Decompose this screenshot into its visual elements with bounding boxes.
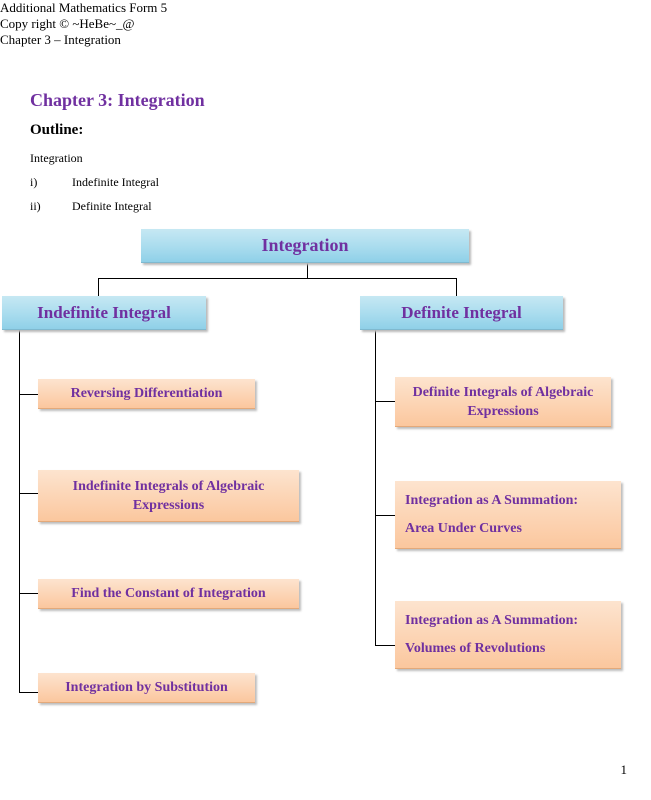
outline-item-1-num: i) xyxy=(30,175,38,189)
indefinite-integral-box: Indefinite Integral xyxy=(2,296,206,330)
summation-volumes-box: Integration as A Summation: Volumes of R… xyxy=(395,601,621,669)
left-tick-4 xyxy=(19,692,38,693)
page-number: 1 xyxy=(620,762,628,777)
header-line-2: Copy right © ~HeBe~_@ xyxy=(0,16,135,31)
right-tick-2 xyxy=(375,515,395,516)
outline-item-2-text: Definite Integral xyxy=(72,199,152,213)
summation-area-line1: Integration as A Summation: xyxy=(405,493,579,508)
connector-left-drop xyxy=(98,278,99,296)
right-spine xyxy=(375,330,376,646)
summation-area-line2: Area Under Curves xyxy=(405,521,522,536)
right-tick-1 xyxy=(375,401,395,402)
left-tick-1 xyxy=(19,394,38,395)
left-spine xyxy=(19,330,20,693)
right-tick-3 xyxy=(375,645,395,646)
summation-area-box: Integration as A Summation: Area Under C… xyxy=(395,481,621,549)
constant-of-integration-label: Find the Constant of Integration xyxy=(71,586,266,601)
summation-volumes-line2: Volumes of Revolutions xyxy=(405,641,546,656)
reversing-differentiation-label: Reversing Differentiation xyxy=(70,386,223,401)
indefinite-integrals-algebraic-label: Indefinite Integrals of Algebraic Expres… xyxy=(72,478,265,513)
indefinite-integral-label: Indefinite Integral xyxy=(37,302,171,322)
outline-intro: Integration xyxy=(30,151,83,165)
integration-root-box: Integration xyxy=(141,229,469,263)
header-line-1: Additional Mathematics Form 5 xyxy=(0,0,168,15)
integration-root-label: Integration xyxy=(261,235,349,255)
connector-horizontal xyxy=(98,278,457,279)
reversing-differentiation-box: Reversing Differentiation xyxy=(38,379,255,409)
header-line-3: Chapter 3 – Integration xyxy=(0,32,121,47)
definite-integral-box: Definite Integral xyxy=(360,296,563,330)
connector-root-down xyxy=(307,263,308,278)
chapter-title: Chapter 3: Integration xyxy=(30,90,205,110)
integration-by-substitution-box: Integration by Substitution xyxy=(38,673,255,703)
summation-volumes-line1: Integration as A Summation: xyxy=(405,613,579,628)
outline-item-1-text: Indefinite Integral xyxy=(72,175,159,189)
indefinite-integrals-algebraic-box: Indefinite Integrals of Algebraic Expres… xyxy=(38,470,299,522)
outline-title: Outline: xyxy=(30,122,84,138)
connector-right-drop xyxy=(456,278,457,296)
constant-of-integration-box: Find the Constant of Integration xyxy=(38,579,299,609)
left-tick-2 xyxy=(19,493,38,494)
definite-integrals-algebraic-label: Definite Integrals of Algebraic Expressi… xyxy=(412,384,594,419)
outline-item-2-num: ii) xyxy=(30,199,41,213)
definite-integral-label: Definite Integral xyxy=(401,302,522,322)
left-tick-3 xyxy=(19,593,38,594)
definite-integrals-algebraic-box: Definite Integrals of Algebraic Expressi… xyxy=(395,377,611,427)
integration-by-substitution-label: Integration by Substitution xyxy=(65,680,228,695)
